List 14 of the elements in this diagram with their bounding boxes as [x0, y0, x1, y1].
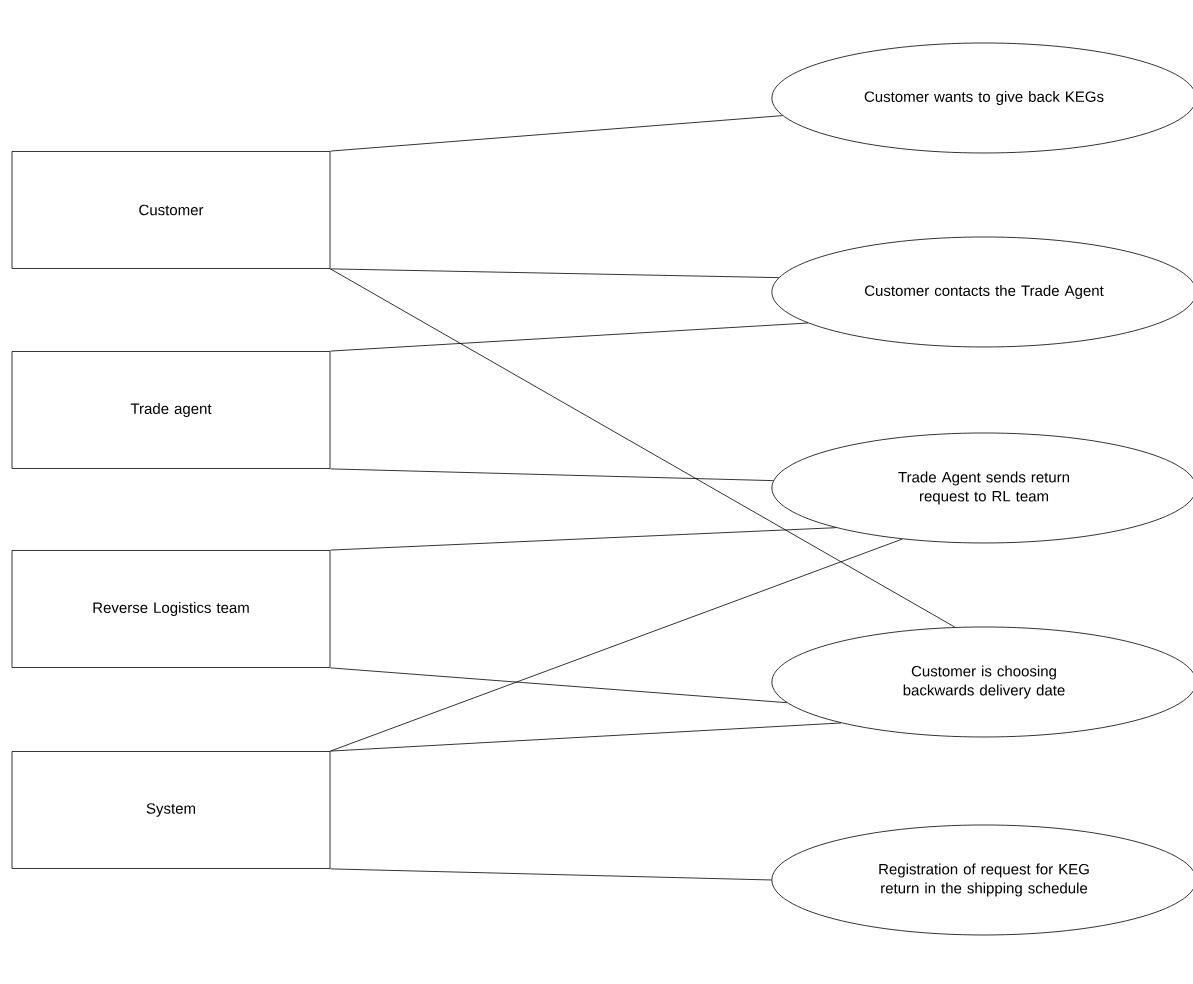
- connector-line: [330, 322, 809, 352]
- connector-line: [330, 468, 774, 482]
- actor-box: System: [11, 751, 331, 869]
- connector-line: [330, 722, 842, 752]
- actor-box: Customer: [11, 151, 331, 269]
- actor-box: Reverse Logistics team: [11, 550, 331, 668]
- connector-line: [330, 868, 772, 881]
- connector-line: [330, 268, 780, 279]
- connector-line: [330, 115, 783, 152]
- connector-line: [330, 667, 788, 704]
- connector-line: [330, 527, 837, 551]
- connector-line: [330, 538, 903, 752]
- actor-box: Trade agent: [11, 351, 331, 469]
- connector-line: [330, 268, 956, 628]
